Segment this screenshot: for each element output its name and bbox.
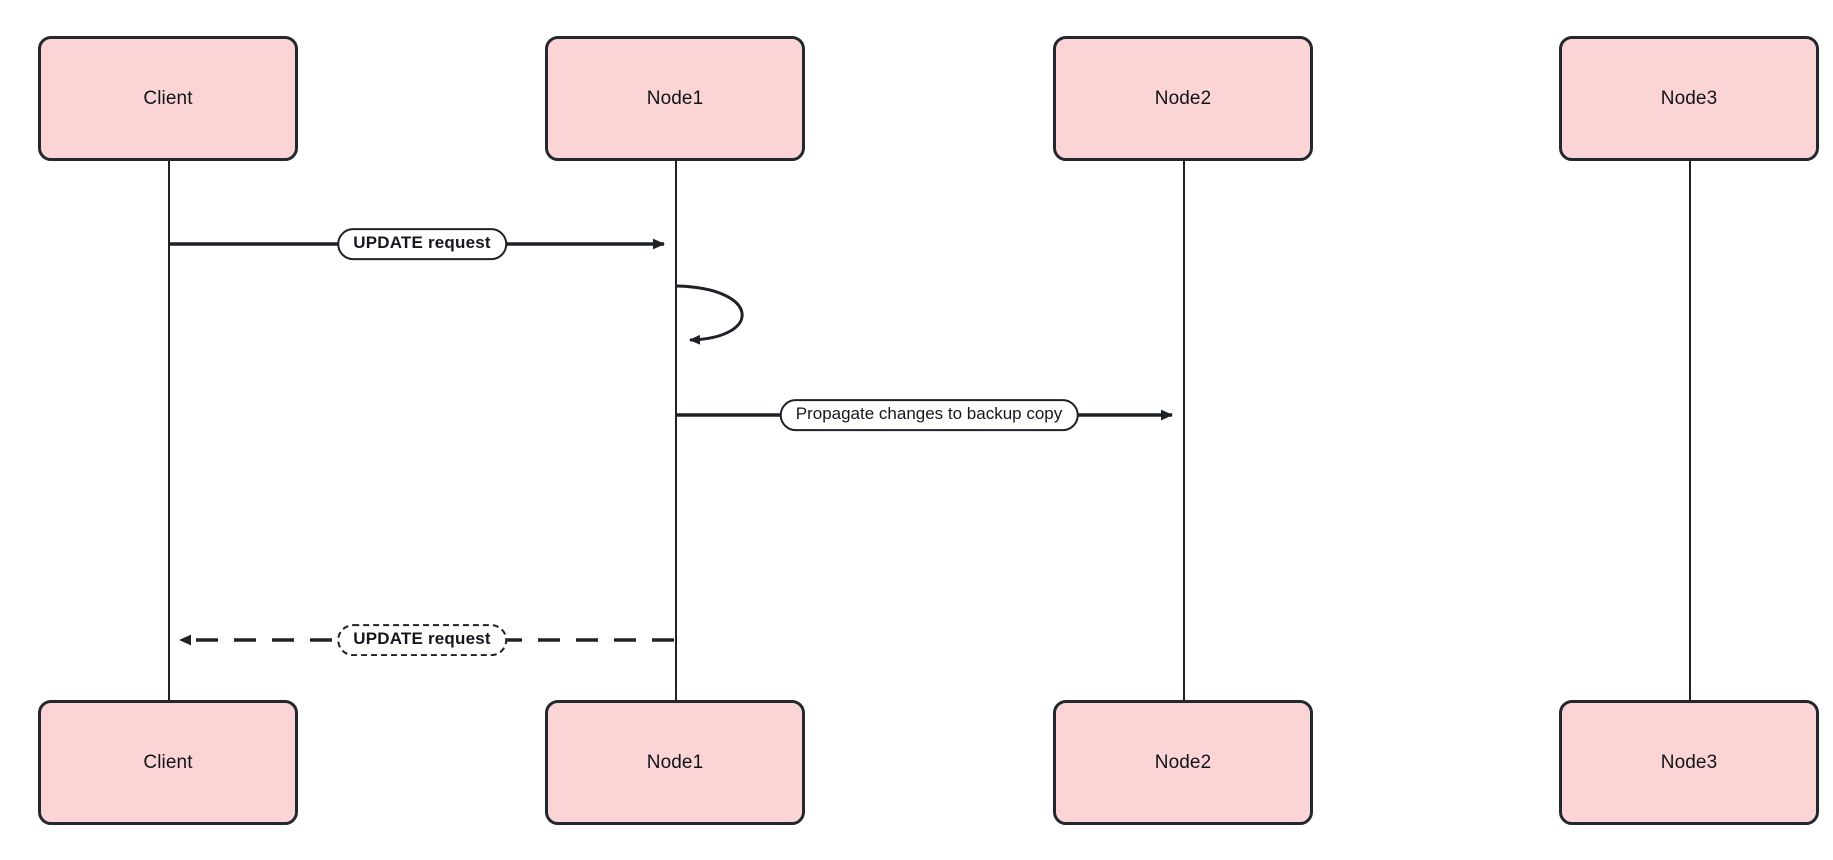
participant-header-node2[interactable]: Node2 xyxy=(1053,36,1313,161)
message-self-loop-node1[interactable] xyxy=(676,284,744,345)
lifeline-client xyxy=(168,161,170,700)
participant-footer-node2-label: Node2 xyxy=(1154,752,1212,773)
participant-footer-node2[interactable]: Node2 xyxy=(1053,700,1313,825)
participant-header-node1-label: Node1 xyxy=(646,88,704,109)
participant-header-client-label: Client xyxy=(143,88,193,109)
participant-footer-client[interactable]: Client xyxy=(38,700,298,825)
lifeline-node3 xyxy=(1689,161,1691,700)
participant-footer-node1-label: Node1 xyxy=(646,752,704,773)
message-label-1[interactable]: UPDATE request xyxy=(337,228,507,260)
lifeline-node1 xyxy=(675,161,677,700)
participant-header-client[interactable]: Client xyxy=(38,36,298,161)
participant-header-node2-label: Node2 xyxy=(1154,88,1212,109)
participant-header-node1[interactable]: Node1 xyxy=(545,36,805,161)
participant-header-node3[interactable]: Node3 xyxy=(1559,36,1819,161)
message-label-4[interactable]: UPDATE request xyxy=(337,624,507,656)
participant-footer-node3-label: Node3 xyxy=(1660,752,1718,773)
message-label-3[interactable]: Propagate changes to backup copy xyxy=(779,399,1079,431)
participant-footer-node1[interactable]: Node1 xyxy=(545,700,805,825)
participant-header-node3-label: Node3 xyxy=(1660,88,1718,109)
participant-footer-node3[interactable]: Node3 xyxy=(1559,700,1819,825)
lifeline-node2 xyxy=(1183,161,1185,700)
participant-footer-client-label: Client xyxy=(143,752,193,773)
